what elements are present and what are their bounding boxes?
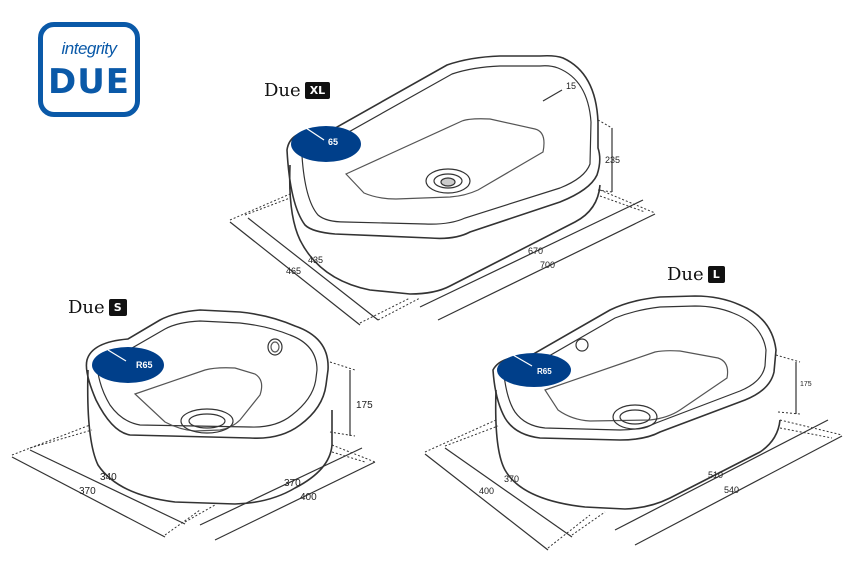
xl-rim-dim: 15 [566, 81, 576, 91]
basin-s-drain-outer [180, 408, 234, 434]
basin-l-overflow [575, 338, 589, 352]
basin-s-drain-inner [188, 413, 226, 429]
s-radius-label: R65 [136, 360, 153, 370]
basin-xl-outer-rim [286, 54, 601, 240]
xl-radius-callout [291, 126, 361, 162]
s-dimension-lines [11, 361, 376, 536]
l-inner-width-dim: 510 [708, 470, 723, 480]
xl-dimension-arrows [229, 89, 656, 326]
s-radius-callout [92, 347, 164, 383]
size-badge: L [707, 266, 725, 283]
basin-s-body [86, 369, 333, 505]
title-due-l: Due L [667, 264, 725, 285]
xl-dimension-lines [229, 119, 656, 324]
basin-l-floor [544, 350, 729, 422]
xl-radius-label: 65 [328, 137, 338, 147]
xl-height-dim: 235 [605, 155, 620, 165]
xl-outer-depth-dim: 465 [286, 266, 301, 276]
basin-s [85, 309, 333, 505]
basin-xl-inner-rim [301, 65, 592, 225]
basin-l-inner-rim [503, 305, 767, 431]
basin-xl-drain-core [440, 177, 456, 187]
basin-xl-drain-outer [425, 168, 471, 194]
basin-l-body [494, 389, 781, 510]
model-name: Due [264, 80, 301, 101]
basin-s-overflow [267, 338, 283, 356]
xl-outer-width-dim: 700 [540, 260, 555, 270]
s-inner-depth-dim: 340 [100, 472, 117, 483]
basin-s-outer-rim [85, 309, 329, 440]
basin-s-floor [133, 367, 263, 432]
logo-brand-text: integrity [61, 39, 117, 58]
basin-xl-body [288, 164, 601, 295]
l-dimension-lines [424, 354, 843, 549]
model-name: Due [667, 264, 704, 285]
integrity-due-logo: integrity DUE [38, 22, 140, 117]
model-name: Due [68, 297, 105, 318]
l-radius-callout [497, 353, 571, 387]
title-due-s: Due S [68, 297, 127, 318]
basin-xl-drain-inner [433, 173, 463, 189]
size-badge: XL [304, 82, 331, 99]
s-inner-width-dim: 370 [284, 478, 301, 489]
basin-l-drain-outer [612, 404, 658, 430]
l-height-dim: 175 [800, 381, 812, 388]
title-due-xl: Due XL [264, 80, 331, 101]
s-outer-depth-dim: 370 [79, 486, 96, 497]
basin-xl-floor [344, 118, 545, 200]
basin-s-inner-rim [96, 320, 318, 428]
basin-l-drain-inner [619, 409, 651, 425]
basin-l [492, 295, 781, 510]
size-badge: S [108, 299, 127, 316]
l-radius-label: R65 [537, 367, 552, 376]
logo-product-text: DUE [47, 62, 131, 102]
l-outer-width-dim: 540 [724, 485, 739, 495]
l-inner-depth-dim: 370 [504, 474, 519, 484]
l-outer-depth-dim: 400 [479, 486, 494, 496]
basin-xl [286, 54, 601, 295]
s-height-dim: 175 [356, 400, 373, 411]
xl-inner-depth-dim: 435 [308, 255, 323, 265]
xl-inner-width-dim: 670 [528, 246, 543, 256]
l-dimension-arrows [424, 362, 843, 551]
s-dimension-arrows [11, 370, 376, 541]
s-outer-width-dim: 400 [300, 492, 317, 503]
